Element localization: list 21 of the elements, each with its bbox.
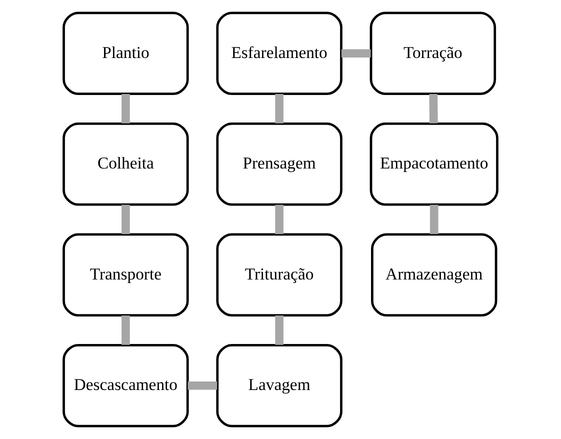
node-box: Colheita — [62, 122, 189, 206]
connector — [275, 316, 284, 345]
connector — [430, 204, 438, 234]
node-box: Plantio — [62, 12, 189, 96]
connector — [275, 94, 284, 124]
node-box: Prensagem — [216, 122, 342, 206]
node-box: Trituração — [216, 233, 342, 317]
node-box: Descascamento — [62, 344, 189, 428]
node-box: Empacotamento — [370, 122, 498, 206]
connector — [275, 204, 284, 234]
connector — [341, 49, 371, 58]
node-box: Armazenagem — [371, 233, 498, 317]
node-box: Torração — [370, 12, 496, 96]
connector — [122, 316, 130, 345]
connector — [188, 381, 218, 390]
connector — [122, 204, 130, 234]
connector — [122, 94, 130, 124]
node-box: Transporte — [62, 233, 189, 317]
node-box: Esfarelamento — [216, 12, 342, 96]
node-box: Lavagem — [216, 344, 342, 428]
connector — [429, 94, 438, 124]
